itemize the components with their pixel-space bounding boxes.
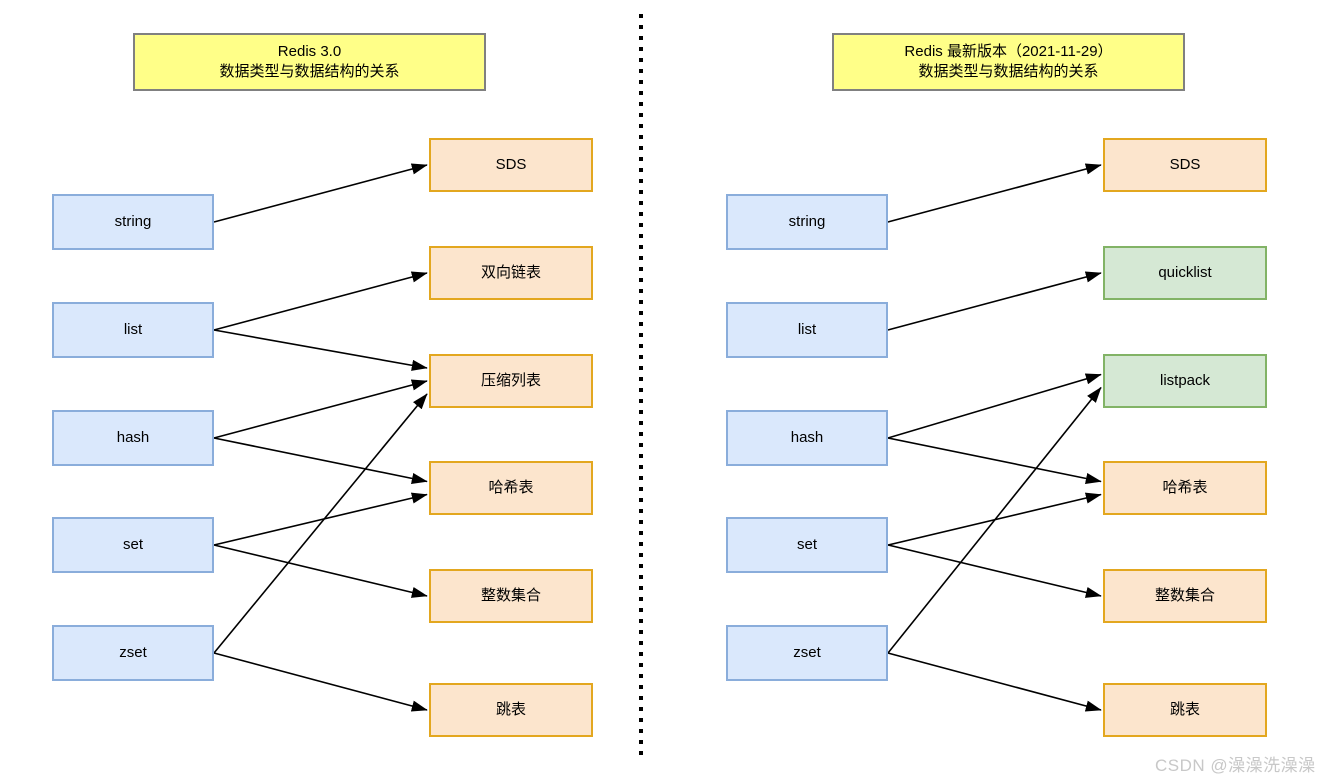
data-structure-box-l-skiplist[interactable]: 跳表	[429, 683, 593, 737]
data-structure-box-r-skiplist[interactable]: 跳表	[1103, 683, 1267, 737]
arrow-r-set-to-r-intset	[887, 544, 1102, 598]
arrow-l-list-to-l-ziplist	[213, 329, 428, 371]
data-structure-box-l-sds[interactable]: SDS	[429, 138, 593, 192]
panel-title-right: Redis 最新版本（2021-11-29） 数据类型与数据结构的关系	[832, 33, 1185, 91]
arrow-l-hash-to-l-hashtable	[213, 437, 428, 484]
data-type-box-zset-left[interactable]: zset	[52, 625, 214, 681]
vertical-dotted-divider	[639, 14, 643, 755]
csdn-watermark: CSDN @澡澡洗澡澡	[1155, 756, 1316, 775]
data-structure-box-r-quicklist[interactable]: quicklist	[1103, 246, 1267, 300]
arrow-r-hash-to-r-listpack	[887, 373, 1102, 439]
arrow-r-set-to-r-hashtable	[887, 492, 1102, 546]
data-structure-box-r-intset[interactable]: 整数集合	[1103, 569, 1267, 623]
arrow-l-set-to-l-hashtable	[213, 492, 428, 546]
data-structure-box-l-linklist[interactable]: 双向链表	[429, 246, 593, 300]
data-structure-box-l-intset[interactable]: 整数集合	[429, 569, 593, 623]
data-type-box-set-right[interactable]: set	[726, 517, 888, 573]
panel-title-left: Redis 3.0 数据类型与数据结构的关系	[133, 33, 486, 91]
data-type-box-string-right[interactable]: string	[726, 194, 888, 250]
data-structure-box-l-ziplist[interactable]: 压缩列表	[429, 354, 593, 408]
data-type-box-list-left[interactable]: list	[52, 302, 214, 358]
data-type-box-hash-left[interactable]: hash	[52, 410, 214, 466]
data-type-box-list-right[interactable]: list	[726, 302, 888, 358]
data-type-box-string-left[interactable]: string	[52, 194, 214, 250]
arrow-l-set-to-l-intset	[213, 544, 428, 598]
data-type-box-set-left[interactable]: set	[52, 517, 214, 573]
arrow-l-string-to-l-sds	[213, 163, 428, 223]
data-structure-box-r-sds[interactable]: SDS	[1103, 138, 1267, 192]
data-type-box-hash-right[interactable]: hash	[726, 410, 888, 466]
data-structure-box-r-hashtable[interactable]: 哈希表	[1103, 461, 1267, 515]
arrow-r-list-to-r-quicklist	[887, 271, 1102, 331]
arrow-l-zset-to-l-skiplist	[213, 652, 428, 712]
arrow-l-zset-to-l-ziplist	[213, 393, 428, 654]
arrow-r-zset-to-r-skiplist	[887, 652, 1102, 712]
data-structure-box-l-hashtable[interactable]: 哈希表	[429, 461, 593, 515]
arrow-r-string-to-r-sds	[887, 163, 1102, 223]
arrow-r-hash-to-r-hashtable	[887, 437, 1102, 484]
data-type-box-zset-right[interactable]: zset	[726, 625, 888, 681]
arrow-l-list-to-l-linklist	[213, 271, 428, 331]
arrow-l-hash-to-l-ziplist	[213, 379, 428, 439]
data-structure-box-r-listpack[interactable]: listpack	[1103, 354, 1267, 408]
arrow-r-zset-to-r-listpack	[887, 386, 1102, 654]
